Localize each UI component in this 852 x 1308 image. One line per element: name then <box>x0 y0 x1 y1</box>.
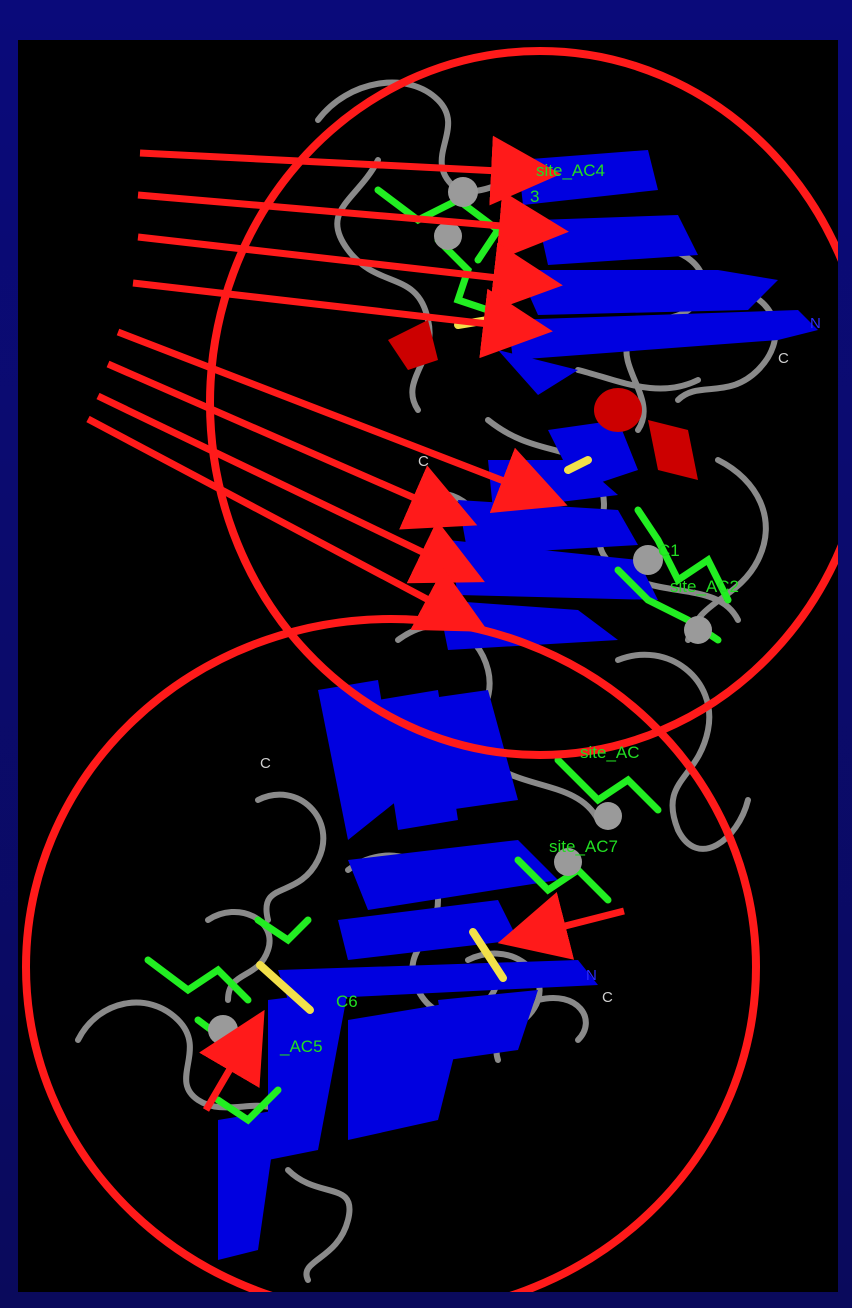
terminus-n-top: N <box>810 315 821 332</box>
terminus-c-top: C <box>778 350 789 367</box>
alpha-helices <box>388 320 698 480</box>
label-site-ac7: site_AC7 <box>549 837 618 856</box>
site-labels: site_AC4 3 site_AC2 C1 site_AC site_AC7 … <box>279 161 739 1056</box>
annotation-arrows <box>86 135 625 1112</box>
label-site-ac2: site_AC2 <box>670 577 739 596</box>
label-ac5: _AC5 <box>279 1037 323 1056</box>
disulfide-bonds <box>256 316 592 1014</box>
label-site-ac: site_AC <box>580 743 640 762</box>
label-site-ac4: site_AC4 <box>536 161 605 180</box>
protein-ribbon-render: site_AC4 3 site_AC2 C1 site_AC site_AC7 … <box>22 47 852 1308</box>
lower-domain-circle <box>22 615 760 1308</box>
upper-domain-circle <box>206 47 852 759</box>
terminus-c-bottom: C <box>602 989 613 1006</box>
terminus-c-left: C <box>260 755 271 772</box>
terminus-n-bottom: N <box>586 967 597 984</box>
terminus-c-mid: C <box>418 453 429 470</box>
annotation-circles <box>22 47 852 1308</box>
label-ac6: C6 <box>336 992 358 1011</box>
label-site-3: 3 <box>530 187 539 206</box>
label-c1: C1 <box>658 541 680 560</box>
terminus-labels: N C C C C N <box>260 315 821 1006</box>
molecule-viewport: site_AC4 3 site_AC2 C1 site_AC site_AC7 … <box>18 40 852 1308</box>
